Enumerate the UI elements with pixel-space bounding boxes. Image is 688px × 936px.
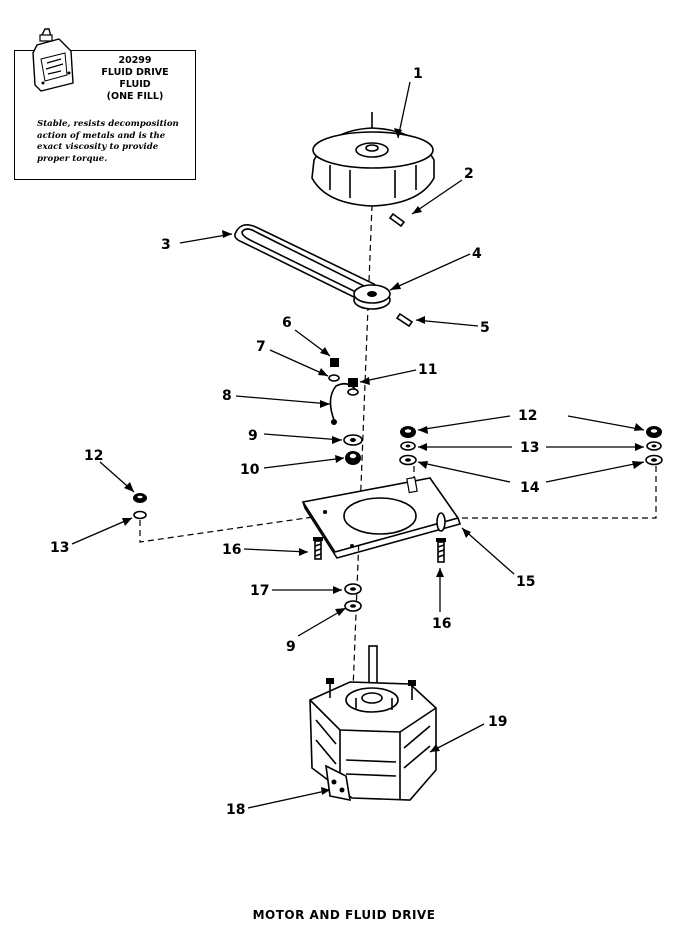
inset-description: Stable, resists decomposition action of … [37, 119, 179, 164]
callout-7: 7 [256, 339, 266, 355]
left-dashed-connector [139, 515, 321, 543]
callout-9-top: 9 [248, 428, 258, 444]
pulley [353, 284, 391, 310]
nut-6 [330, 358, 339, 367]
callout-15: 15 [516, 574, 535, 590]
callout-12-right: 12 [518, 408, 537, 424]
fluid-bottle-icon [32, 28, 74, 92]
motor-mounting-plate [301, 476, 462, 559]
callout-13-right: 13 [520, 440, 539, 456]
callout-1: 1 [413, 66, 423, 82]
washer-13-left [400, 441, 416, 451]
fluid-drive-housing [311, 112, 435, 207]
washer-9-top [343, 434, 363, 446]
callout-6: 6 [282, 315, 292, 331]
drive-motor [309, 645, 437, 801]
callout-19: 19 [488, 714, 507, 730]
callout-11: 11 [418, 362, 437, 378]
callout-2: 2 [464, 166, 474, 182]
washer-9-bottom [344, 600, 362, 612]
screw-16-left [313, 537, 323, 560]
setscrew-pulley [395, 312, 414, 328]
callout-17: 17 [250, 583, 269, 599]
callout-16-right: 16 [432, 616, 451, 632]
callout-12-left: 12 [84, 448, 103, 464]
diagram-caption: MOTOR AND FLUID DRIVE [252, 908, 436, 922]
callout-13-left: 13 [50, 540, 69, 556]
nut-12-left [400, 426, 416, 438]
inset-line-1: FLUID DRIVE [101, 67, 169, 78]
washer-17 [344, 583, 362, 595]
nut-12-right [646, 426, 662, 438]
callout-3: 3 [161, 237, 171, 253]
washer-13-right [646, 441, 662, 451]
nut-11 [347, 378, 359, 396]
right-dashed-connector [458, 466, 657, 519]
nut-12-far-left [133, 493, 147, 503]
fluid-drive-inset: 20299 FLUID DRIVE FLUID (ONE FILL) Stabl… [14, 28, 196, 180]
inset-line-2: FLUID [119, 79, 151, 90]
callout-8: 8 [222, 388, 232, 404]
callout-14: 14 [520, 480, 540, 496]
callout-9-bottom: 9 [286, 639, 296, 655]
washer-14-left [399, 454, 417, 466]
inset-line-3: (ONE FILL) [106, 91, 164, 102]
callout-10: 10 [240, 462, 260, 478]
washer-13-far-left [133, 510, 147, 520]
washer-14-right [645, 454, 663, 466]
callout-16-left: 16 [222, 542, 241, 558]
inset-code: 20299 [118, 55, 152, 66]
motor-switch-18 [325, 764, 351, 802]
setscrew-top [388, 212, 406, 228]
callout-5: 5 [480, 320, 490, 336]
grommet-10 [345, 451, 361, 465]
callout-4: 4 [472, 246, 482, 262]
callout-18: 18 [226, 802, 245, 818]
screw-16-right [436, 538, 446, 563]
washer-7 [328, 374, 340, 382]
leader-lines [71, 81, 645, 809]
callout-labels: 1 2 3 4 5 6 7 8 9 11 10 12 13 14 12 13 1… [50, 66, 540, 818]
